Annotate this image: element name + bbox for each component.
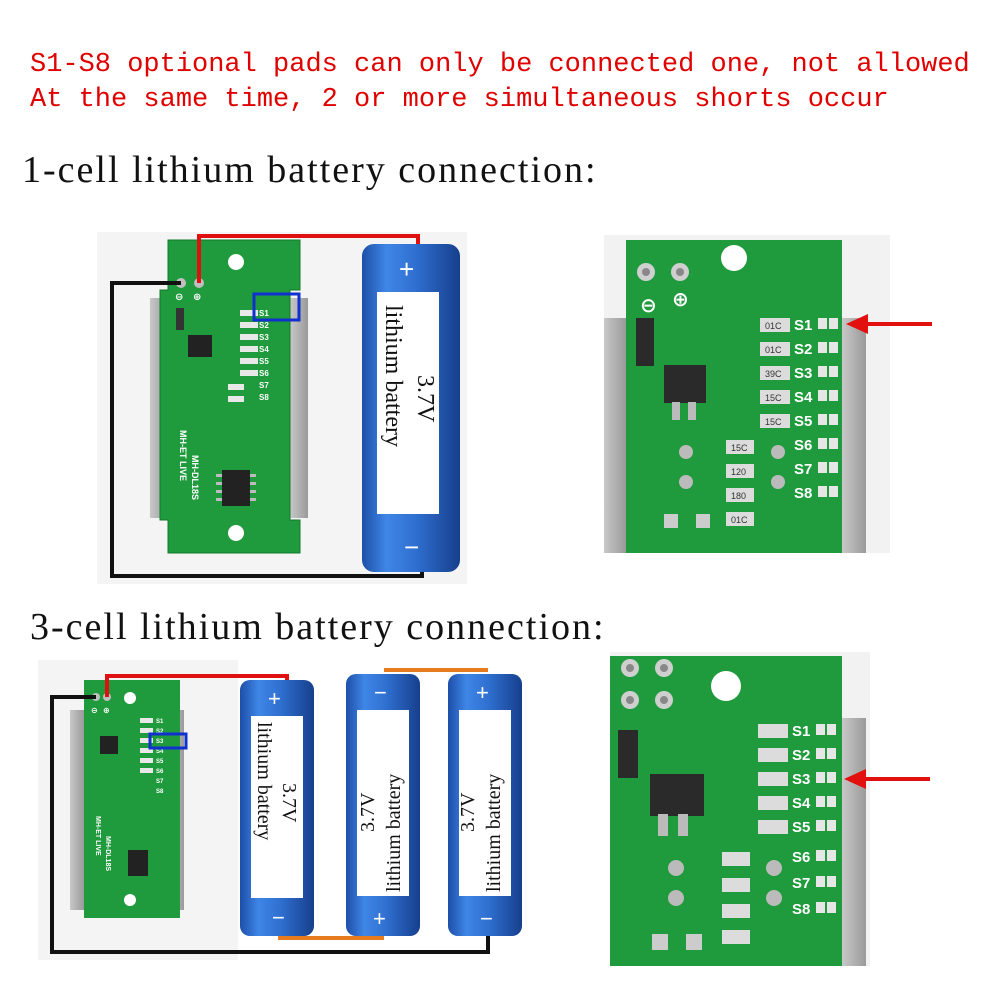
zoom3-pad-s2: S2: [792, 747, 810, 764]
zoom-pad-s1: S1: [794, 317, 812, 334]
pad-label-s6: S6: [259, 369, 269, 378]
zoom3-pad-s4: S4: [792, 795, 811, 812]
terminal-neg-label-3: ⊖: [91, 706, 98, 715]
resistor-code: 180: [731, 491, 746, 501]
resistor-code: 15C: [731, 443, 748, 453]
pad-label-3-s3: S3: [156, 739, 164, 745]
battery-plus-label: +: [373, 906, 386, 931]
zoom3-pad-s5: S5: [792, 819, 810, 836]
battery-label: lithium battery: [253, 722, 275, 840]
battery-3cell-b: − + 3.7V lithium battery: [346, 674, 420, 936]
section-heading-1cell: 1-cell lithium battery connection:: [22, 149, 598, 191]
board-3cell-zoom: S1 S2 S3 S4 S5 S6 S7 S8: [610, 652, 870, 966]
resistor-code: 01C: [765, 345, 782, 355]
battery-voltage: 3.7V: [457, 792, 479, 832]
battery-plus-label: +: [268, 686, 281, 711]
battery-minus-label: −: [404, 532, 419, 562]
zoom3-pad-s1: S1: [792, 723, 810, 740]
pad-highlight-box-3: [148, 732, 188, 750]
battery-minus-label: −: [480, 906, 493, 931]
zoom3-pad-s6: S6: [792, 849, 810, 866]
zoom-pad-s7: S7: [794, 461, 812, 478]
pad-label-3-s6: S6: [156, 769, 164, 775]
zoom-pad-s6: S6: [794, 437, 812, 454]
battery-3cell-a: + − 3.7V lithium battery: [240, 680, 314, 936]
resistor-code: 01C: [731, 515, 748, 525]
zoom-pad-s5: S5: [794, 413, 812, 430]
zoom-pad-s3: S3: [794, 365, 812, 382]
zoom-pad-s2: S2: [794, 341, 812, 358]
pad-label-s7: S7: [259, 381, 269, 390]
section-heading-3cell: 3-cell lithium battery connection:: [30, 606, 606, 648]
board-model-label-3: MH-DL18S: [104, 836, 111, 871]
zoom-terminal-neg: ⊖: [640, 295, 657, 317]
board-1cell-zoom: ⊖ ⊕ 01C 01C 39C 15C 15C 15C 120 180 01C …: [604, 235, 890, 553]
zoom-terminal-pos: ⊕: [672, 289, 689, 311]
wire-red-1cell: [197, 234, 420, 283]
pad-label-s5: S5: [259, 357, 269, 366]
resistor-code: 01C: [765, 321, 782, 331]
warning-line-2: At the same time, 2 or more simultaneous…: [30, 85, 889, 115]
pad-label-s3: S3: [259, 333, 269, 342]
wire-black-1cell: [110, 281, 424, 578]
terminal-neg-label: ⊖: [175, 292, 183, 303]
resistor-code: 15C: [765, 393, 782, 403]
battery-3cell-c: + − 3.7V lithium battery: [448, 674, 522, 936]
terminal-pos-label: ⊕: [193, 292, 201, 303]
battery-label: lithium battery: [380, 305, 406, 447]
battery-label: lithium battery: [383, 774, 405, 892]
battery-plus-label: +: [399, 254, 414, 284]
battery-voltage: 3.7V: [357, 792, 379, 832]
battery-minus-label: −: [374, 680, 387, 705]
zoom3-pad-s3: S3: [792, 771, 810, 788]
zoom3-pad-s7: S7: [792, 875, 810, 892]
pad-label-3-s1: S1: [156, 719, 164, 725]
battery-plus-label: +: [476, 680, 489, 705]
wire-black-3cell: [50, 695, 490, 954]
resistor-code: 39C: [765, 369, 782, 379]
pad-label-s8: S8: [259, 393, 269, 402]
pad-label-3-s5: S5: [156, 759, 164, 765]
pad-label-s4: S4: [259, 345, 269, 354]
pad-label-s2: S2: [259, 321, 269, 330]
pad-label-3-s7: S7: [156, 779, 164, 785]
battery-1cell: + − 3.7V lithium battery: [362, 244, 460, 572]
pad-label-3-s4: S4: [156, 749, 164, 755]
battery-voltage: 3.7V: [278, 783, 300, 823]
zoom-pad-s4: S4: [794, 389, 813, 406]
pad-label-s1: S1: [259, 309, 269, 318]
pad-label-3-s2: S2: [156, 729, 164, 735]
board-brand-label: MH-ET LIVE: [178, 430, 188, 481]
arrow-head-s3: [844, 769, 866, 789]
board-3cell-small: ⊖ ⊕ S1 S2 S3 S4 S5 S6 S7 S8 MH-ET LIVE M…: [38, 660, 238, 960]
pad-highlight-box: [252, 292, 301, 322]
arrow-head-s1: [846, 314, 868, 334]
zoom3-pad-s8: S8: [792, 901, 810, 918]
terminal-pos-label-3: ⊕: [103, 706, 110, 715]
battery-minus-label: −: [272, 905, 285, 930]
resistor-code: 120: [731, 467, 746, 477]
board-brand-label-3: MH-ET LIVE: [94, 816, 101, 856]
pad-label-3-s8: S8: [156, 789, 164, 795]
battery-voltage: 3.7V: [412, 375, 438, 423]
battery-label: lithium battery: [483, 774, 505, 892]
zoom-pad-s8: S8: [794, 485, 812, 502]
warning-line-1: S1-S8 optional pads can only be connecte…: [30, 50, 970, 80]
board-model-label: MH-DL18S: [190, 455, 200, 500]
resistor-code: 15C: [765, 417, 782, 427]
